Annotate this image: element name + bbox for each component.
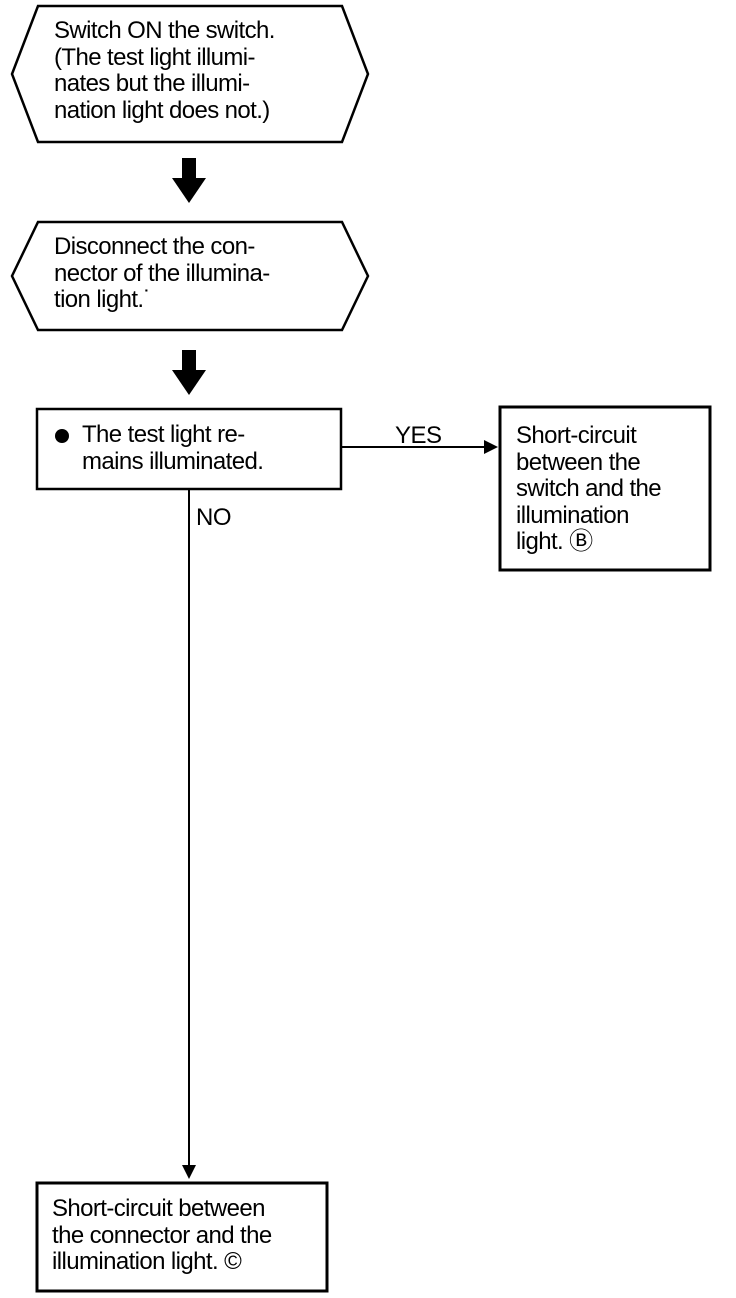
decision-box (35, 407, 343, 491)
no-arrowhead-icon (182, 1165, 196, 1179)
decision-text: The test light re- mains illuminated. (82, 421, 264, 475)
no-label: NO (196, 504, 232, 531)
down-arrow-icon (172, 350, 206, 395)
bullet-icon (55, 429, 69, 443)
result-c-box (35, 1181, 329, 1293)
step2-text: Disconnect the con- nector of the illumi… (54, 233, 270, 313)
step1-text: Switch ON the switch. (The test light il… (54, 17, 275, 124)
step2-hexagon-box (10, 220, 370, 332)
yes-label: YES (395, 422, 442, 449)
step1-hexagon-box (10, 4, 370, 144)
result-b-box (498, 405, 712, 572)
result-c-text: Short-circuit between the connector and … (52, 1195, 272, 1275)
down-arrow-icon (172, 158, 206, 203)
yes-arrowhead-icon (484, 440, 498, 454)
result-b-text: Short-circuit between the switch and the… (516, 422, 662, 555)
